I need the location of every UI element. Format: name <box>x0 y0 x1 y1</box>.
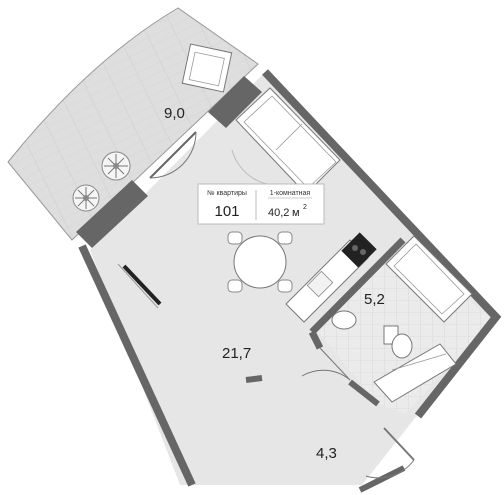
kitchen-sink-icon <box>306 270 334 298</box>
washing-machine <box>373 343 457 403</box>
apartment-area-unit: м <box>292 207 300 219</box>
apartment-number: 101 <box>214 203 239 220</box>
balcony-wall-segment <box>208 76 262 128</box>
rooms-label: 1-комнатная <box>270 190 311 197</box>
flower-pot-icon-2 <box>72 184 100 212</box>
bathroom-door-swing <box>301 369 351 381</box>
exterior-wall-bottom <box>358 465 406 493</box>
living-area-label: 21,7 <box>222 345 251 362</box>
exterior-wall <box>262 69 502 419</box>
balcony-door-swing <box>149 131 197 179</box>
washbasin <box>331 310 357 330</box>
kitchen-counter <box>285 232 377 323</box>
bathroom-wall-lower <box>308 330 324 350</box>
apartment-area-unit-sup: 2 <box>303 204 307 211</box>
entrance-door-swing <box>365 459 415 479</box>
stove-icon <box>341 232 377 268</box>
balcony-armchair <box>181 43 233 93</box>
hall-area-label: 4,3 <box>316 445 337 462</box>
flower-pot-icon <box>101 151 131 181</box>
balcony-door-frame <box>149 131 197 179</box>
bathroom-area-label: 5,2 <box>364 291 385 308</box>
apartment-number-label: № квартиры <box>207 190 247 197</box>
balcony-wall-segment-lower <box>76 180 148 248</box>
apartment-area-value: 40,2 <box>268 207 289 219</box>
tv-unit <box>122 264 162 306</box>
bathroom-door-line <box>319 347 351 381</box>
balcony-area-label: 9,0 <box>164 105 185 122</box>
tv-stand <box>117 263 159 309</box>
exterior-wall-left <box>78 244 196 487</box>
bathroom-wall-inner <box>348 379 380 407</box>
hall-wall <box>245 375 263 383</box>
bathroom-wall <box>309 237 406 335</box>
bathtub <box>385 235 473 323</box>
apartment-info-box: № квартиры 101 1-комнатная 40,2 м 2 <box>197 183 325 225</box>
balcony-armchair-seat <box>188 51 225 87</box>
entrance-door-leaf <box>383 427 415 461</box>
sofa <box>235 87 341 195</box>
dining-table <box>227 231 293 293</box>
toilet <box>383 325 413 359</box>
